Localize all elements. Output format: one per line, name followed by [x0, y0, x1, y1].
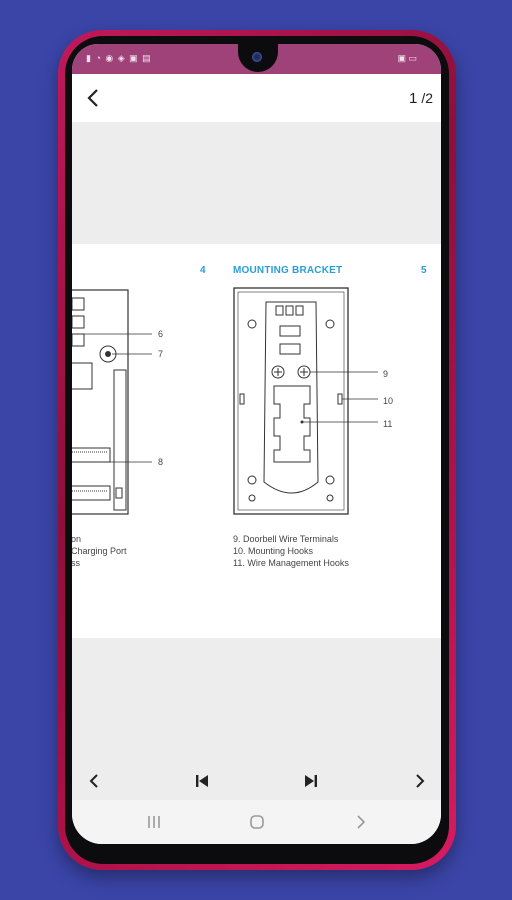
left-caption-line: on [72, 534, 82, 544]
next-page-button[interactable] [407, 768, 433, 794]
section-title: MOUNTING BRACKET [233, 265, 343, 276]
arrow-left-icon [87, 89, 98, 107]
left-caption-line: Charging Port [72, 546, 127, 556]
status-icons-left: ▮ ◔ ◉ ◈ ▣ ▤ [86, 53, 152, 63]
page-navigation-bar [72, 762, 441, 800]
first-page-button[interactable] [189, 768, 215, 794]
screen: ▮ ◔ ◉ ◈ ▣ ▤ ▣ ▭ 1/2 4 MOUNTING BRACKET 5 [72, 44, 441, 844]
left-page-captions: on Charging Port ss [72, 533, 127, 569]
callout-7: 7 [158, 349, 164, 359]
right-page-captions: 9. Doorbell Wire Terminals 10. Mounting … [233, 533, 349, 569]
total-pages: /2 [421, 90, 433, 106]
left-page-number: 4 [200, 265, 206, 276]
home-button[interactable] [244, 810, 270, 834]
chevron-left-icon [89, 774, 98, 788]
right-caption-line: 10. Mounting Hooks [233, 546, 314, 556]
system-back-button[interactable] [348, 810, 374, 834]
left-caption-line: ss [72, 558, 80, 568]
status-icons-right: ▣ ▭ [397, 53, 417, 63]
back-button[interactable] [80, 84, 108, 112]
right-page-number: 5 [421, 265, 427, 276]
callout-8: 8 [158, 457, 164, 467]
page-indicator: 1/2 [409, 90, 433, 107]
pdf-page[interactable]: 4 MOUNTING BRACKET 5 6 7 8 [72, 244, 441, 638]
current-page: 1 [408, 90, 418, 107]
last-page-button[interactable] [298, 768, 324, 794]
chevron-right-icon [416, 774, 425, 788]
mounting-bracket-diagram [233, 287, 378, 515]
chevron-right-icon [357, 815, 366, 829]
right-caption-line: 11. Wire Management Hooks [233, 558, 349, 568]
doorbell-back-diagram [72, 289, 152, 515]
home-icon [250, 815, 264, 829]
previous-page-button[interactable] [81, 768, 107, 794]
recent-apps-icon [148, 816, 160, 828]
skip-previous-icon [196, 775, 208, 787]
callout-9: 9 [383, 369, 389, 379]
callout-11: 11 [383, 419, 393, 429]
right-caption-line: 9. Doorbell Wire Terminals [233, 534, 339, 544]
top-bar: 1/2 [72, 74, 441, 122]
front-camera [252, 52, 262, 62]
skip-next-icon [305, 775, 317, 787]
callout-6: 6 [158, 329, 164, 339]
system-navigation-bar [72, 800, 441, 844]
recent-apps-button[interactable] [141, 810, 167, 834]
callout-10: 10 [383, 396, 394, 406]
